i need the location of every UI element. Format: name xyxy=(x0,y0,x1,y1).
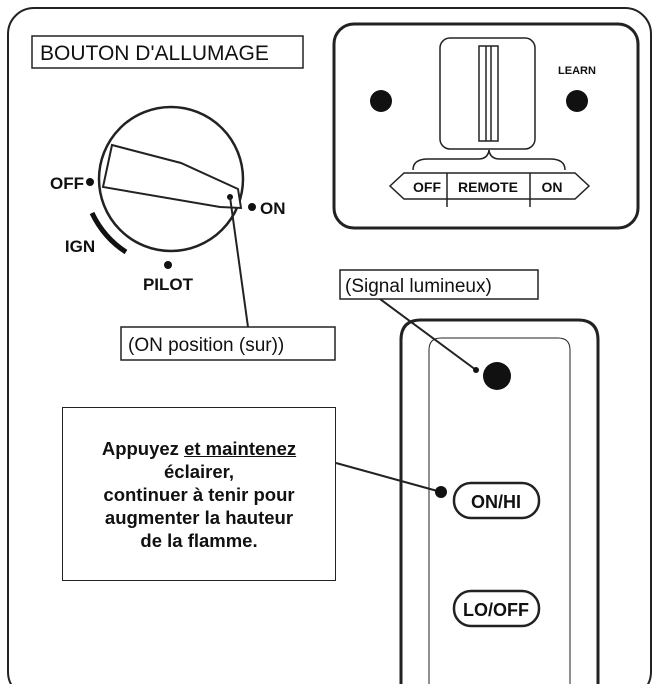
learn-label: LEARN xyxy=(558,65,596,77)
remote-control: ON/HI LO/OFF xyxy=(399,318,600,684)
on-position-label-box xyxy=(120,326,336,361)
lo-off-label: LO/OFF xyxy=(463,600,529,620)
on-hi-button[interactable] xyxy=(452,481,541,520)
remote-inner-panel xyxy=(428,337,571,684)
ignition-button-title-box xyxy=(31,35,304,69)
knob-pilot-label: PILOT xyxy=(143,275,194,294)
receiver-panel: LEARN OFF REMOTE ON xyxy=(332,22,640,230)
instruction-line-1-underlined: et maintenez xyxy=(184,437,297,459)
on-position-dot xyxy=(248,203,256,211)
lo-off-button[interactable] xyxy=(452,589,541,628)
switch-on-label: ON xyxy=(542,179,563,195)
signal-light-leader-end xyxy=(473,367,479,373)
instruction-line-3: continuer à tenir pour xyxy=(103,483,295,505)
on-hi-label: ON/HI xyxy=(471,492,521,512)
instruction-line-4: augmenter la hauteur xyxy=(104,506,294,528)
instruction-box: Appuyez et maintenez éclairer, continuer… xyxy=(62,407,336,581)
on-position-label: (ON position (sur)) xyxy=(128,335,284,356)
off-position-dot xyxy=(86,178,94,186)
instruction-leader-end xyxy=(435,486,447,498)
knob-on-label: ON xyxy=(260,199,286,218)
knob-pointer xyxy=(101,143,243,210)
instruction-line-2: éclairer, xyxy=(164,460,234,482)
instruction-leader xyxy=(335,462,442,493)
knob-ign-label: IGN xyxy=(65,237,95,256)
learn-button[interactable] xyxy=(566,90,588,112)
switch-position-strip xyxy=(388,172,591,200)
signal-light-label: (Signal lumineux) xyxy=(345,276,492,297)
instruction-line-1-prefix: Appuyez xyxy=(101,437,185,459)
ignition-button-title: BOUTON D'ALLUMAGE xyxy=(40,42,269,65)
switch-off-label: OFF xyxy=(413,179,441,195)
instruction-line-1: Appuyez et maintenez xyxy=(102,437,296,460)
switch-brace xyxy=(412,149,566,171)
instruction-line-5: de la flamme. xyxy=(140,529,258,551)
on-position-leader xyxy=(229,196,249,328)
signal-light xyxy=(483,362,511,390)
receiver-left-indicator xyxy=(370,90,392,112)
pilot-position-dot xyxy=(164,261,172,269)
slide-switch-track[interactable] xyxy=(478,45,499,142)
signal-light-leader xyxy=(379,298,477,371)
knob-off-label: OFF xyxy=(50,174,84,193)
switch-remote-label: REMOTE xyxy=(458,179,518,195)
ignition-knob: OFF IGN PILOT ON xyxy=(50,105,286,328)
signal-light-label-box xyxy=(339,269,539,300)
ign-arc xyxy=(89,211,128,255)
